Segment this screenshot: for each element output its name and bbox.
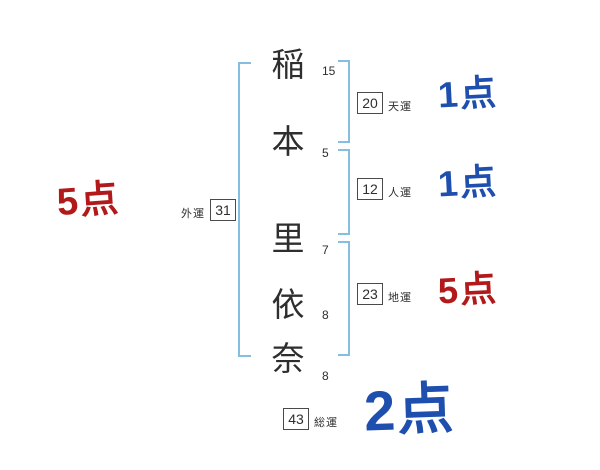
stroke-count-2: 5 [322,146,329,160]
heaven-fortune-label: 天運 [388,101,412,113]
stroke-count-4: 8 [322,308,329,322]
outer-score: 5点 [55,177,122,225]
earth-fortune-label: 地運 [388,292,412,304]
person-bracket-tick-bottom [338,233,350,235]
earth-bracket-tick-top [338,241,350,243]
total-fortune-label: 総運 [314,417,338,429]
outer-bracket-line [238,62,240,357]
stroke-count-5: 8 [322,369,329,383]
earth-bracket-line [348,241,350,356]
heaven-bracket-tick-bottom [338,141,350,143]
heaven-score: 1点 [436,71,500,116]
outer-bracket-tick-top [238,62,251,64]
earth-bracket-tick-bottom [338,354,350,356]
heaven-fortune-value-box: 20 [357,92,383,114]
stroke-count-3: 7 [322,243,329,257]
outer-fortune-label: 外運 [181,208,205,220]
name-char-5: 奈 [271,340,305,377]
earth-fortune-value-box: 23 [357,283,383,305]
outer-fortune-value-box: 31 [210,199,236,221]
heaven-bracket-tick-top [338,60,350,62]
person-bracket-line [348,149,350,235]
heaven-bracket-line [348,60,350,143]
person-bracket-tick-top [338,149,350,151]
name-char-1: 稲 [271,46,305,83]
name-char-2: 本 [271,123,305,160]
total-score: 2点 [362,376,457,443]
total-fortune-value-box: 43 [283,408,309,430]
name-char-3: 里 [271,220,305,257]
person-fortune-label: 人運 [388,187,412,199]
name-char-4: 依 [271,286,305,323]
stroke-count-1: 15 [322,64,336,78]
person-fortune-value-box: 12 [357,178,383,200]
person-score: 1点 [436,160,500,205]
outer-bracket-tick-bottom [238,355,251,357]
earth-score: 5点 [436,267,500,312]
